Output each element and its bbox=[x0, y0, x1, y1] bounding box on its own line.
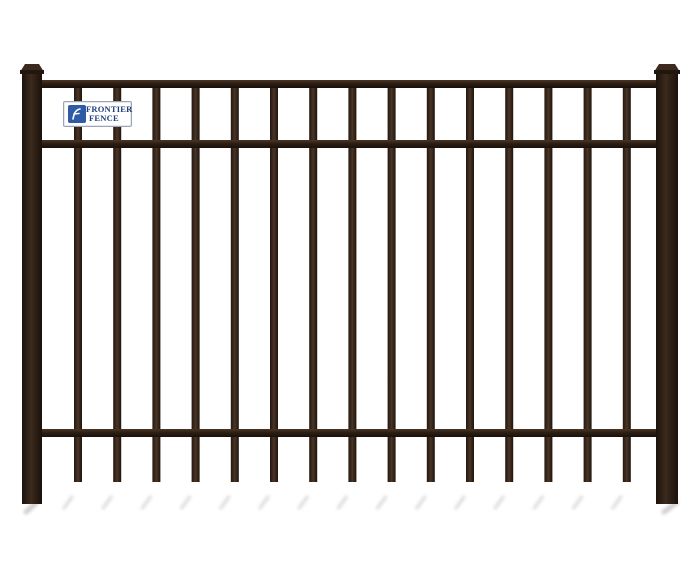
rails bbox=[40, 80, 660, 437]
picket-shadow bbox=[611, 495, 623, 510]
post-shadow bbox=[23, 500, 39, 515]
picket-shadow bbox=[219, 495, 231, 510]
sign-text-line2: FENCE bbox=[89, 113, 119, 123]
picket bbox=[505, 86, 514, 482]
picket bbox=[426, 86, 435, 482]
picket-shadow bbox=[336, 495, 348, 510]
ground-shadows bbox=[23, 495, 679, 515]
picket bbox=[74, 86, 82, 482]
picket bbox=[230, 86, 239, 482]
picket bbox=[466, 86, 474, 482]
post bbox=[22, 72, 42, 504]
picket bbox=[583, 86, 592, 482]
picket-shadow bbox=[454, 495, 466, 510]
picket-shadow bbox=[572, 495, 584, 510]
picket bbox=[309, 86, 318, 482]
picket-shadow bbox=[297, 495, 309, 510]
picket-shadow bbox=[415, 495, 427, 510]
picket bbox=[387, 86, 396, 482]
sign-text-line1: FRONTIER bbox=[86, 104, 133, 114]
picket-shadow bbox=[493, 495, 505, 510]
picket bbox=[152, 86, 161, 482]
brand-sign: FRONTIER FENCE bbox=[63, 101, 132, 127]
picket bbox=[191, 86, 200, 482]
picket bbox=[113, 86, 122, 482]
picket-shadow bbox=[62, 495, 74, 510]
rail bbox=[40, 140, 660, 148]
f-monogram-icon bbox=[68, 105, 86, 123]
picket-shadow bbox=[101, 495, 113, 510]
picket-shadow bbox=[376, 495, 388, 510]
picket-shadow bbox=[180, 495, 192, 510]
picket bbox=[544, 86, 553, 482]
post-cap-rim bbox=[20, 70, 44, 74]
post bbox=[656, 72, 678, 504]
post-shadow bbox=[661, 500, 679, 515]
picket bbox=[348, 86, 357, 482]
rail bbox=[40, 429, 660, 437]
picket-shadow bbox=[258, 495, 270, 510]
rail bbox=[40, 80, 660, 88]
picket-shadow bbox=[532, 495, 544, 510]
picket bbox=[270, 86, 278, 482]
picket bbox=[622, 86, 631, 482]
post-cap-rim bbox=[654, 70, 680, 74]
posts bbox=[20, 64, 680, 504]
pickets bbox=[74, 86, 631, 482]
picket-shadow bbox=[140, 495, 152, 510]
